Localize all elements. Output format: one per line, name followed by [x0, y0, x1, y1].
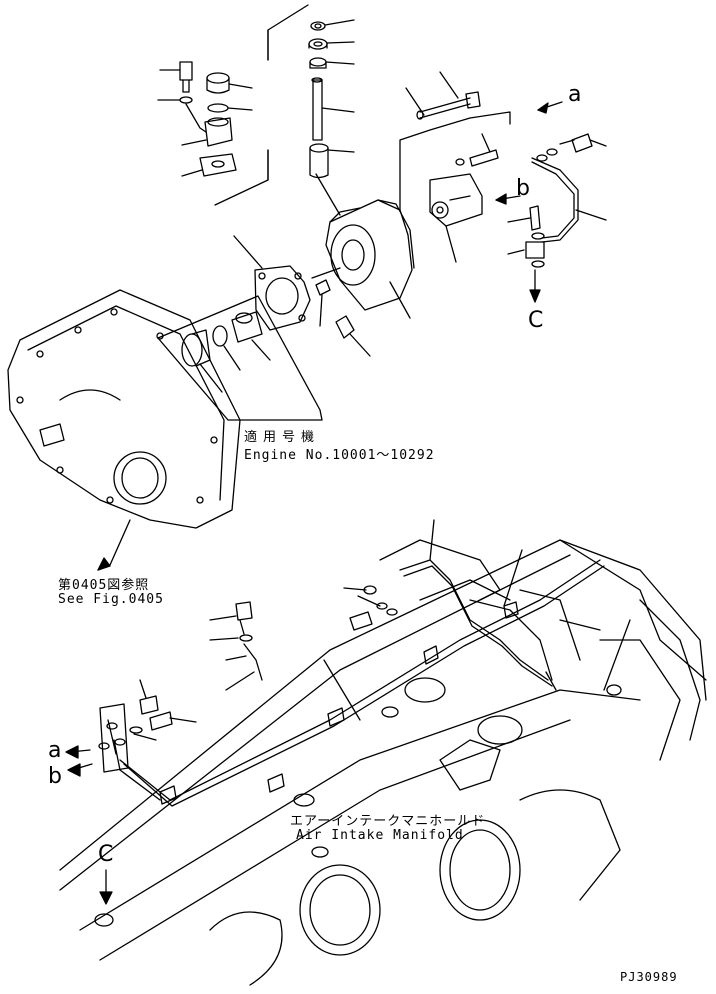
gear-case [7, 289, 241, 571]
long-bolt [405, 71, 481, 120]
arrows-top [495, 101, 563, 303]
bottom-leaders [323, 519, 631, 721]
callout-c-top: C [528, 308, 545, 333]
reference-jp: 第0405図参照 [58, 578, 150, 593]
housing [315, 173, 415, 319]
pipe-right [531, 157, 607, 243]
drive-shaft [311, 77, 355, 141]
lower-left-fitting [98, 703, 161, 801]
actuator [429, 173, 483, 263]
manifold-jp: エアーインテークマニホールド [290, 814, 486, 829]
oil-pipe-upper [399, 559, 553, 687]
stud [455, 133, 499, 167]
bolt-banjo [507, 205, 541, 231]
callout-a-top: a [568, 82, 583, 107]
banjo-fitting [507, 232, 545, 268]
sleeve [309, 143, 355, 179]
elbow-fitting [181, 103, 233, 147]
gear-bracket [157, 295, 323, 421]
bolt-housing [311, 267, 341, 327]
engine-block [59, 539, 707, 986]
callout-b-bottom: b [48, 764, 63, 789]
reference-en: See Fig.0405 [58, 592, 164, 607]
callout-b-top: b [516, 176, 531, 201]
washer-small [157, 96, 193, 104]
plug [335, 315, 371, 357]
applicable-jp: 適用号機 [244, 430, 321, 445]
o-ring [207, 103, 253, 113]
arrows-bottom [65, 745, 113, 905]
callout-c-bottom: C [98, 842, 115, 867]
oil-pipe-long [119, 559, 605, 807]
bracket-lines-right [399, 111, 511, 211]
pipe-clips [159, 601, 519, 805]
callout-a-bottom: a [48, 738, 63, 763]
manifold-en: Air Intake Manifold [296, 828, 464, 843]
cap [206, 72, 253, 94]
bolt-upper-mid [343, 585, 398, 631]
gasket-large [254, 265, 311, 331]
gasket-small [181, 153, 237, 177]
bolt-right [536, 133, 607, 162]
bolt-center [209, 601, 263, 691]
group-bracket [214, 4, 309, 206]
bushing [231, 311, 271, 361]
lower-bolts [129, 679, 197, 741]
bolt-small [159, 61, 193, 93]
washer-gear [212, 325, 241, 371]
gear [181, 329, 223, 393]
figure-code: PJ30989 [620, 970, 678, 984]
leader-gasket [233, 235, 263, 269]
applicable-en: Engine No.10001〜10292 [244, 448, 435, 463]
leader-lines-washers [324, 19, 355, 65]
washer-stack [308, 21, 328, 69]
